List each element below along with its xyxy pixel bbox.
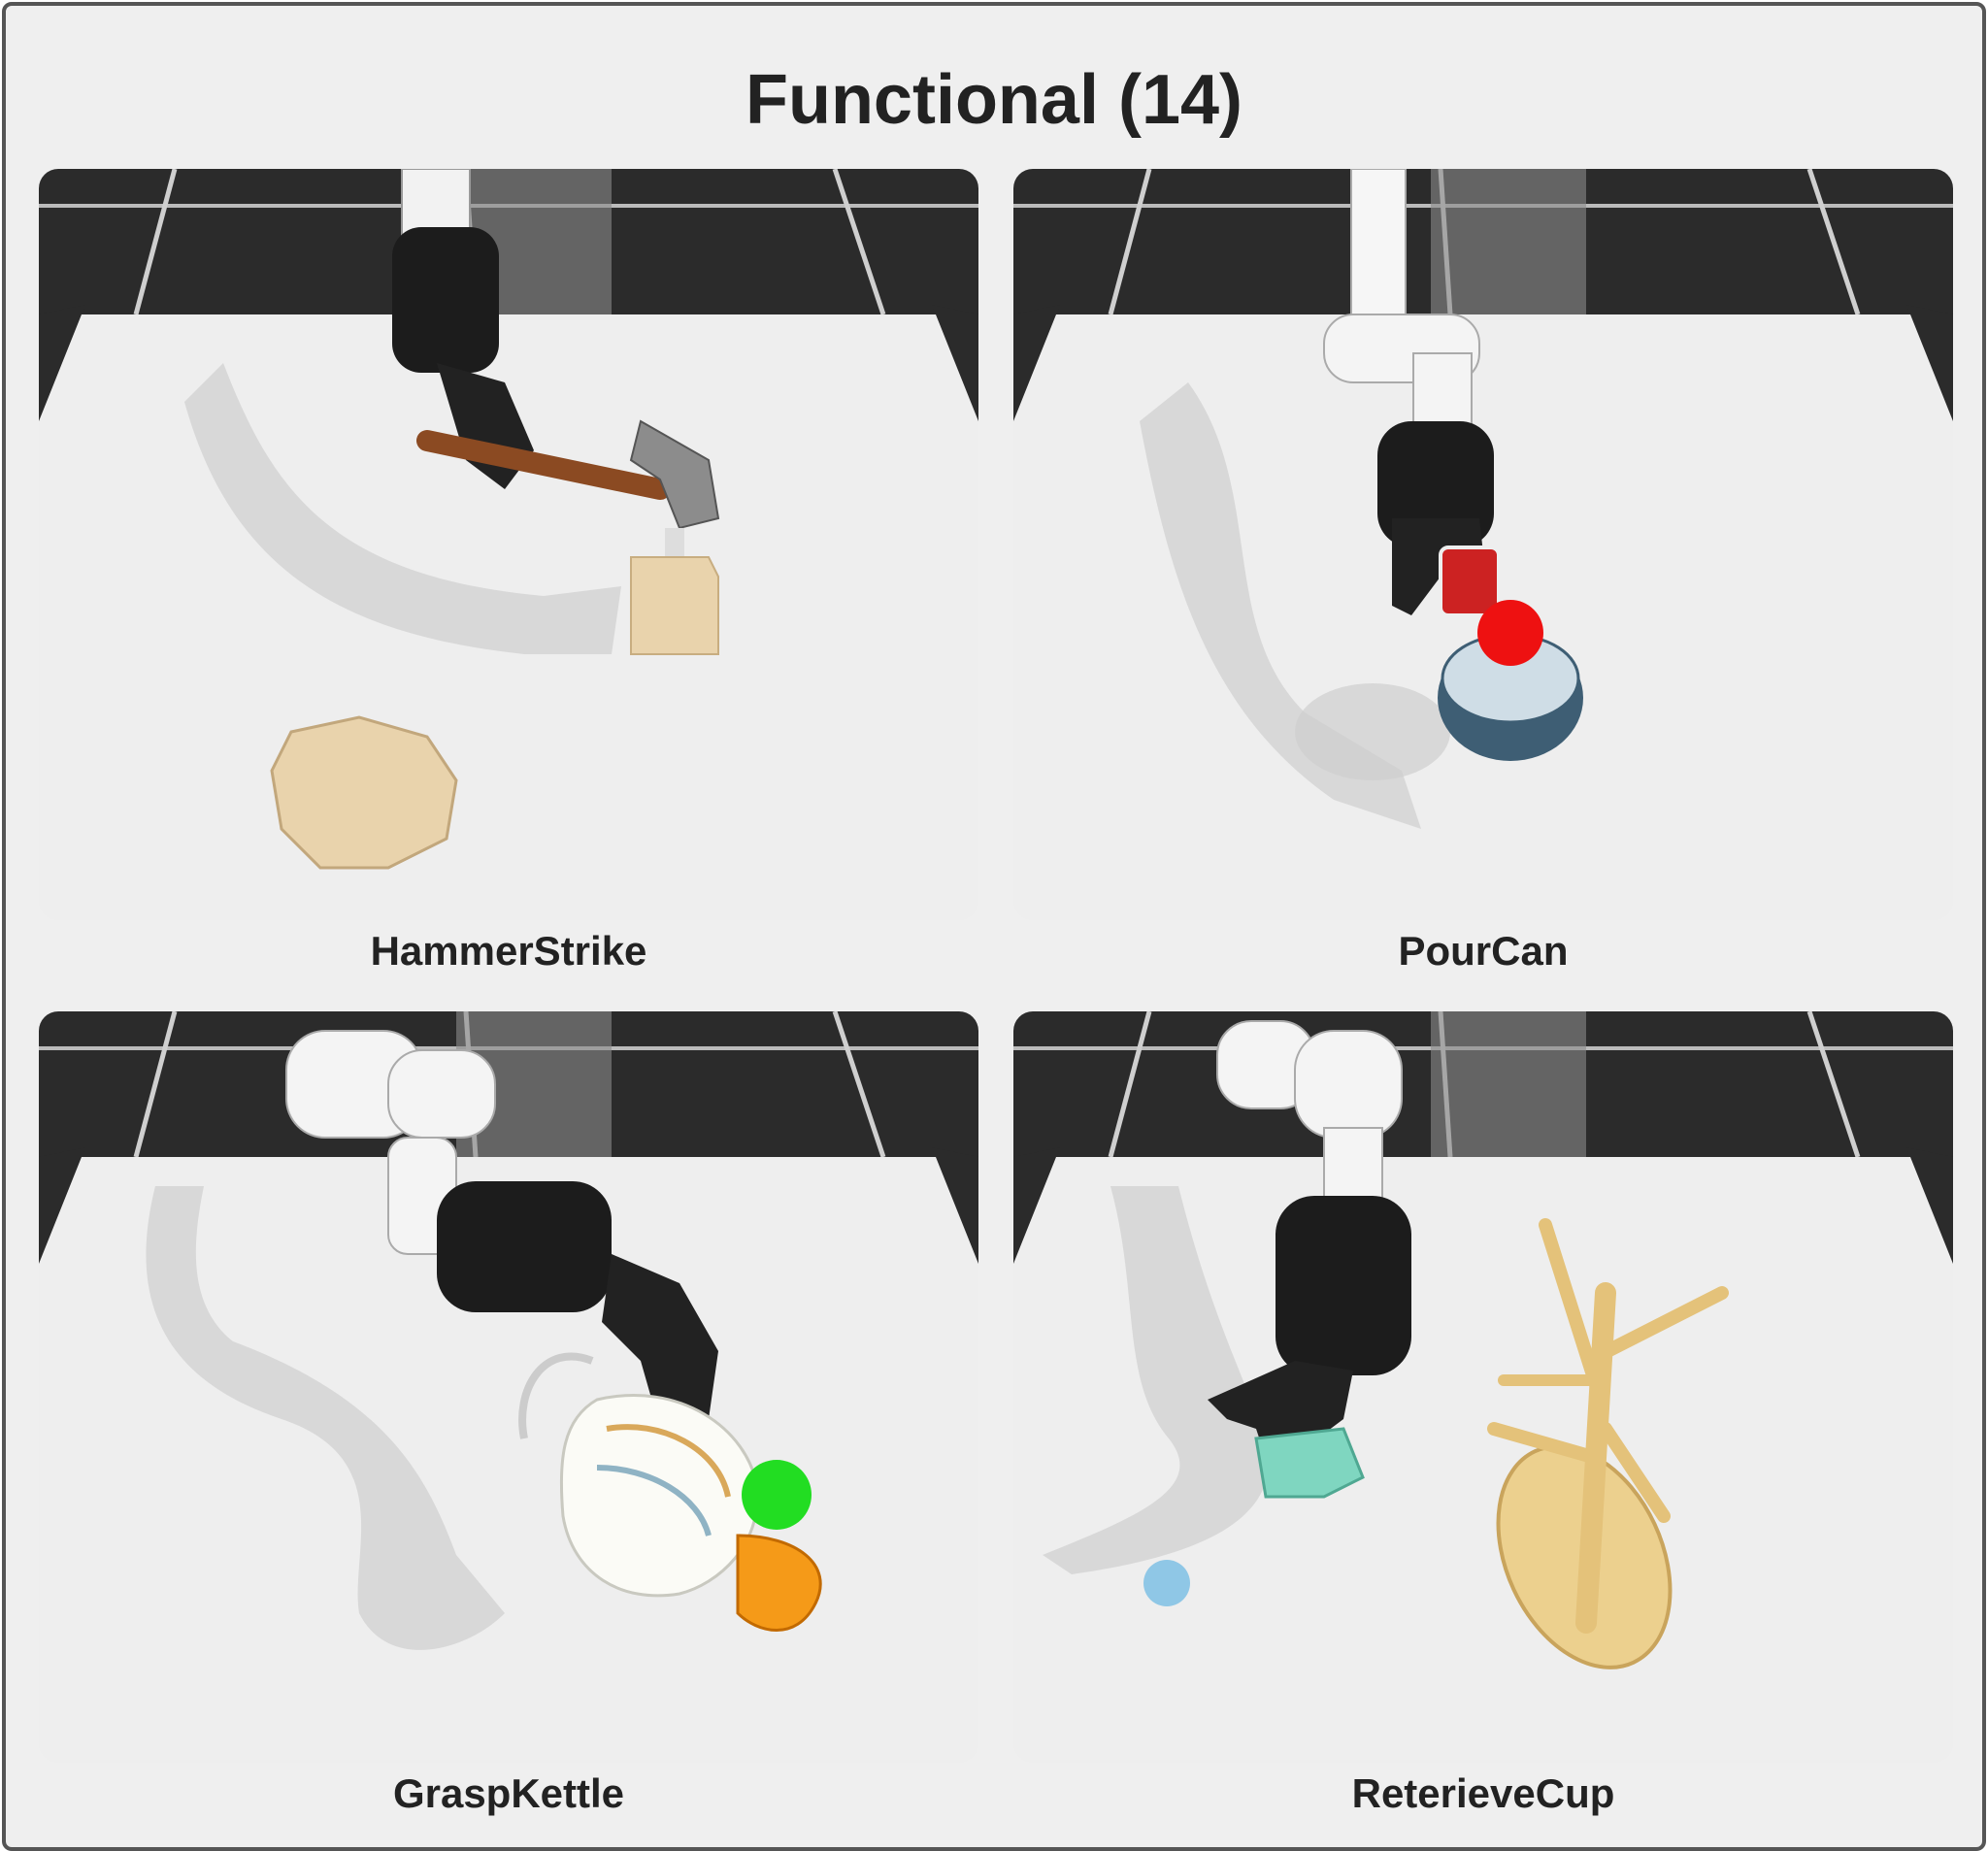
caption-pour-can: PourCan [1398, 928, 1569, 974]
caption-reterieve-cup: ReterieveCup [1351, 1770, 1615, 1816]
scene-reterieve-cup [1013, 1011, 1953, 1763]
scene-hammer-strike [39, 169, 978, 920]
panel-hammer-strike [39, 169, 978, 920]
figure-title: Functional (14) [745, 61, 1242, 139]
scene-grasp-kettle [39, 1011, 978, 1763]
caption-grasp-kettle: GraspKettle [392, 1770, 625, 1816]
scene-pour-can [1013, 169, 1953, 920]
panel-grasp-kettle [39, 1011, 978, 1763]
caption-hammer-strike: HammerStrike [370, 928, 647, 974]
panel-pour-can [1013, 169, 1953, 920]
panel-reterieve-cup [1013, 1011, 1953, 1763]
